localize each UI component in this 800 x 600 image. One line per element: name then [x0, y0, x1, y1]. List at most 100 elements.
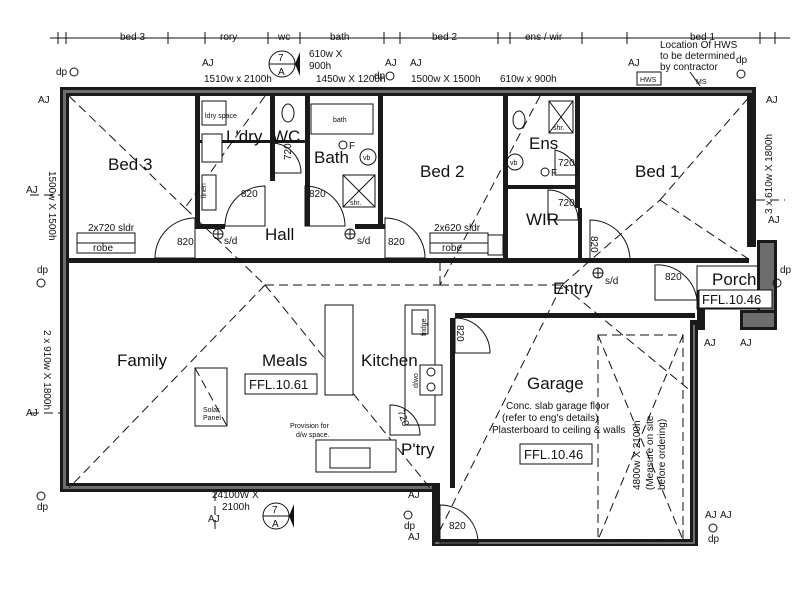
dp-marker-3: dp [736, 55, 748, 66]
room-bed3: Bed 3 [108, 155, 152, 174]
robe-left-label: robe [93, 243, 113, 254]
window-dim-1: 1510w x 2100h [204, 74, 272, 85]
room-bed1: Bed 1 [635, 162, 679, 181]
robe-left-sldr: 2x720 sldr [88, 223, 135, 234]
top-label-ens-wir: ens / wir [525, 32, 563, 43]
door-size-hall-right: 820 [309, 189, 326, 200]
room-pantry: P'try [401, 440, 435, 459]
aj-marker-12: AJ [408, 490, 420, 501]
top-label-bed3: bed 3 [120, 32, 145, 43]
room-ldry: L'dry [226, 127, 263, 146]
room-hall: Hall [265, 225, 294, 244]
aj-marker-1: AJ [202, 58, 214, 69]
ffl-meals-box [244, 373, 318, 395]
robe-right-label: robe [442, 243, 462, 254]
aj-marker-16: AJ [408, 532, 420, 543]
window-dim-left2: 2 x 910w X 1800h [41, 330, 52, 410]
window-dim-5b: 900h [309, 61, 331, 72]
ens-vanity-label: vb [510, 160, 518, 167]
door-size-porch: 820 [665, 272, 682, 283]
top-dimension-line [50, 32, 790, 44]
section-top-number: 7 [278, 53, 284, 64]
outer-walls [60, 87, 756, 492]
dp-marker-4: dp [37, 265, 49, 276]
interior-walls [69, 96, 749, 488]
solar-note-1: Solar [203, 407, 220, 414]
section-marker-top [268, 50, 300, 78]
f-label-bath: F [349, 141, 355, 152]
top-label-bath: bath [330, 32, 349, 43]
door-size-bed2: 820 [388, 237, 405, 248]
door-swings [154, 142, 698, 544]
ms-label: MS [696, 79, 707, 86]
linen-label: linen [201, 183, 208, 198]
room-meals: Meals [262, 351, 307, 370]
garage-door-dim-2: (Measure on site [645, 415, 656, 490]
hws-leader [689, 71, 701, 87]
top-label-wc: wc [277, 32, 290, 43]
ffl-meals: FFL.10.61 [249, 377, 308, 392]
room-ens: Ens [529, 134, 558, 153]
window-dim-bottom1: 24100W X [212, 490, 259, 501]
room-kitchen: Kitchen [361, 351, 418, 370]
door-size-kitchen: 820 [454, 325, 465, 342]
window-dim-bottom2: 2100h [222, 502, 250, 513]
dishwasher-note-1: Provision for [290, 423, 330, 430]
door-size-ens: 720 [558, 158, 575, 169]
aj-marker-5: AJ [38, 95, 50, 106]
ens-shower-label: shr. [553, 125, 564, 132]
window-dim-2: 1450w X 1200h [316, 74, 386, 85]
garage-door-dim-1: 4800w X 2100h [632, 420, 643, 490]
door-size-wc: 720 [283, 143, 294, 160]
garage-note-1: Conc. slab garage floor [506, 401, 610, 412]
robe-right-sldr: 2x620 sldr [434, 223, 481, 234]
window-dim-left1: 1500w X 1500h [46, 171, 57, 241]
dp-marker-6: dp [404, 521, 416, 532]
aj-marker-3: AJ [410, 58, 422, 69]
door-size-garage: 820 [449, 521, 466, 532]
aj-marker-8: AJ [766, 95, 778, 106]
downpipe-circles [36, 67, 782, 533]
room-bath: Bath [314, 148, 349, 167]
room-wc: WC [272, 127, 300, 146]
aj-marker-10: AJ [704, 338, 716, 349]
bath-shower-label: shr. [350, 200, 361, 207]
ffl-garage: FFL.10.46 [524, 447, 583, 462]
kitchen-fixtures [194, 304, 443, 473]
bath-fixture-label: bath [333, 117, 347, 124]
sd-label-1: s/d [224, 236, 237, 247]
garage-note-2: (refer to eng's details) [502, 413, 598, 424]
aj-marker-4: AJ [628, 58, 640, 69]
hws-box [636, 71, 662, 86]
dishwasher-note-2: d/w space. [296, 432, 330, 439]
window-dim-4: 610w x 900h [500, 74, 557, 85]
section-marker-bottom [262, 502, 294, 530]
aj-marker-11: AJ [740, 338, 752, 349]
hws-note-1: Location Of HWS [660, 40, 738, 51]
aj-marker-14: AJ [705, 510, 717, 521]
sd-label-2: s/d [357, 236, 370, 247]
door-size-wir: 720 [558, 198, 575, 209]
wet-area-fixtures [201, 100, 574, 256]
room-family: Family [117, 351, 168, 370]
dp-marker-5: dp [37, 502, 49, 513]
top-label-rory: rory [220, 32, 237, 43]
ffl-garage-box [519, 443, 593, 465]
hws-label: HWS [640, 77, 657, 84]
aj-marker-7: AJ [26, 408, 38, 419]
ldry-space-label: ldry space [205, 113, 237, 120]
door-size-entry: 820 [588, 236, 599, 253]
aj-marker-9: AJ [768, 215, 780, 226]
sd-label-3: s/d [605, 276, 618, 287]
hws-note-2: to be determined [660, 51, 735, 62]
aj-marker-6: AJ [26, 185, 38, 196]
garage-door-dim-3: before ordering) [657, 419, 668, 490]
room-entry: Entry [553, 279, 593, 298]
top-label-bed2: bed 2 [432, 32, 457, 43]
bath-vanity-label: vb [363, 155, 371, 162]
room-garage: Garage [527, 374, 584, 393]
aj-marker-13: AJ [208, 514, 220, 525]
section-bottom-number: 7 [272, 505, 278, 516]
solar-note-2: Panel [203, 415, 221, 422]
